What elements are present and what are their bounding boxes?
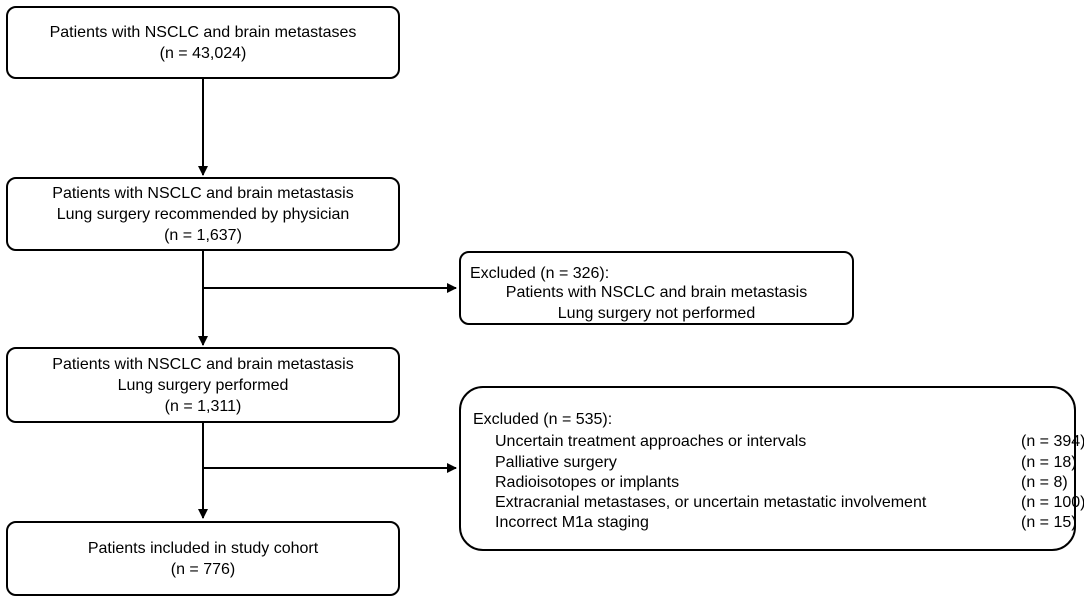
box-surgery-performed: Patients with NSCLC and brain metastasis… — [6, 347, 400, 423]
box-line: (n = 43,024) — [159, 44, 247, 62]
box-line: (n = 776) — [170, 560, 236, 578]
exclusion-header: Excluded (n = 535): — [473, 411, 613, 428]
exclusion-line: Lung surgery not performed — [557, 305, 756, 322]
exclusion-item-count: (n = 100) — [1021, 494, 1084, 511]
box-line: Lung surgery performed — [117, 376, 289, 394]
box-line: Patients included in study cohort — [87, 539, 319, 557]
box-exclusion-criteria: Excluded (n = 535): Uncertain treatment … — [459, 386, 1084, 551]
exclusion-item-label: Uncertain treatment approaches or interv… — [495, 433, 807, 450]
exclusion-item-count: (n = 18) — [1021, 454, 1077, 471]
box-line: (n = 1,311) — [164, 397, 242, 415]
box-exclusion-not-performed: Excluded (n = 326): Patients with NSCLC … — [459, 251, 854, 325]
exclusion-line: Patients with NSCLC and brain metastasis — [505, 284, 808, 301]
box-line: Patients with NSCLC and brain metastases — [49, 23, 357, 41]
box-line: Patients with NSCLC and brain metastasis — [52, 355, 354, 373]
exclusion-item-label: Incorrect M1a staging — [495, 514, 649, 531]
exclusion-item-label: Extracranial metastases, or uncertain me… — [495, 494, 927, 511]
exclusion-item-count: (n = 394) — [1021, 433, 1084, 450]
exclusion-item-count: (n = 8) — [1021, 474, 1068, 491]
box-line: Lung surgery recommended by physician — [56, 205, 350, 223]
box-line: (n = 1,637) — [164, 226, 242, 244]
box-study-cohort: Patients included in study cohort (n = 7… — [6, 521, 400, 596]
exclusion-item-count: (n = 15) — [1021, 514, 1077, 531]
box-line: Patients with NSCLC and brain metastasis — [52, 184, 354, 202]
box-surgery-recommended: Patients with NSCLC and brain metastasis… — [6, 177, 400, 251]
exclusion-item-label: Palliative surgery — [495, 454, 617, 471]
exclusion-header: Excluded (n = 326): — [470, 265, 610, 282]
box-all-patients: Patients with NSCLC and brain metastases… — [6, 6, 400, 79]
exclusion-item-label: Radioisotopes or implants — [495, 474, 680, 491]
